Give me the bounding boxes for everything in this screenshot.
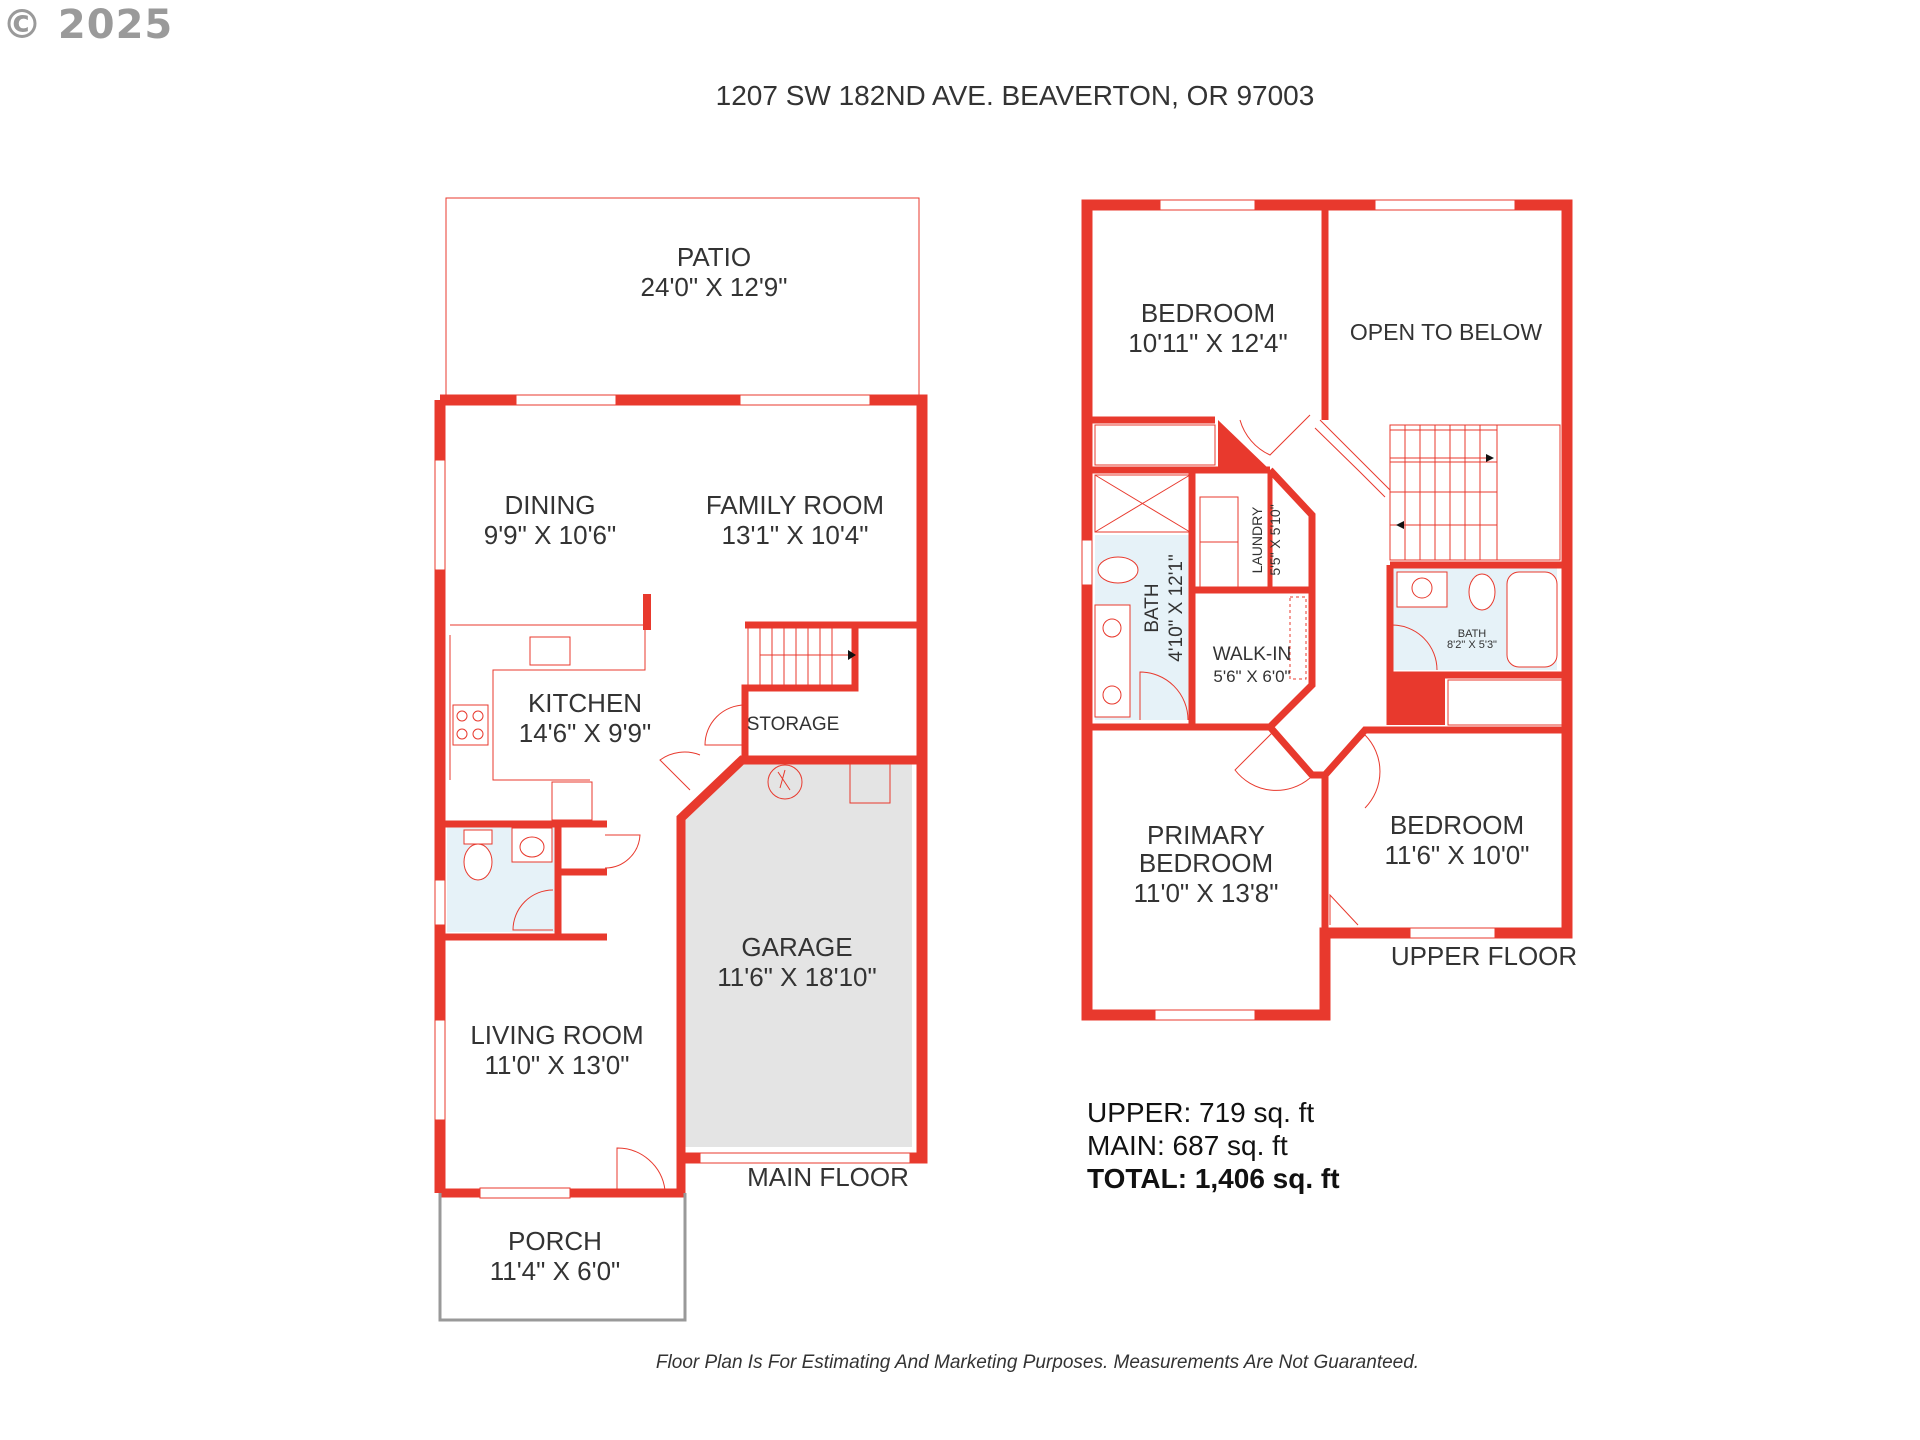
toilet bbox=[463, 829, 493, 845]
main-bath-label: BATH bbox=[1142, 583, 1163, 632]
bedroom-se-size: 11'6" X 10'0" bbox=[1384, 840, 1529, 870]
family-room-size: 13'1" X 10'4" bbox=[722, 520, 869, 550]
patio-size: 24'0" X 12'9" bbox=[641, 272, 788, 302]
kitchen-size: 14'6" X 9'9" bbox=[519, 718, 651, 748]
garage-label: GARAGE bbox=[741, 932, 852, 962]
window bbox=[515, 394, 617, 406]
upper-interior-walls bbox=[1083, 205, 1567, 1015]
kitchen-range bbox=[452, 704, 489, 746]
walkin-shelf bbox=[1289, 596, 1307, 680]
door-bedroom-se bbox=[1324, 734, 1381, 809]
window bbox=[1374, 199, 1516, 211]
door-primary bbox=[1234, 729, 1311, 791]
garage-floor bbox=[680, 760, 912, 1147]
bedroom-nw-size: 10'11" X 12'4" bbox=[1128, 328, 1287, 358]
property-address: 1207 SW 182ND AVE. BEAVERTON, OR 97003 bbox=[715, 80, 1315, 111]
walkin-size: 5'6" X 6'0" bbox=[1213, 667, 1290, 686]
main-floor-label: MAIN FLOOR bbox=[747, 1162, 909, 1192]
door-powder bbox=[512, 889, 554, 931]
door-storage bbox=[704, 704, 746, 746]
bathtub bbox=[1506, 571, 1558, 668]
open-to-below-label: OPEN TO BELOW bbox=[1350, 319, 1542, 345]
window bbox=[434, 459, 446, 571]
powder-room-walls bbox=[440, 820, 607, 941]
door-closet bbox=[604, 834, 641, 869]
linen-closet bbox=[1447, 679, 1564, 726]
door-small-bath bbox=[1391, 624, 1438, 671]
wall-chase bbox=[1218, 420, 1270, 470]
toilet bbox=[463, 843, 493, 881]
main-sqft: MAIN: 687 sq. ft bbox=[1087, 1130, 1288, 1161]
patio-label: PATIO bbox=[677, 242, 751, 272]
window bbox=[1409, 927, 1496, 939]
water-heater bbox=[767, 764, 803, 800]
kitchen-label: KITCHEN bbox=[528, 688, 642, 718]
door-garage-entry bbox=[659, 751, 701, 791]
copyright-mark: © 2025 bbox=[2, 2, 174, 48]
upper-floor-plan: BEDROOM 10'11" X 12'4" OPEN TO BELOW LAU… bbox=[1081, 199, 1577, 1021]
kitchen-island bbox=[551, 781, 593, 821]
sink bbox=[511, 827, 553, 863]
square-footage-summary: UPPER: 719 sq. ft MAIN: 687 sq. ft TOTAL… bbox=[1087, 1096, 1340, 1195]
upper-sqft: UPPER: 719 sq. ft bbox=[1087, 1097, 1315, 1128]
primary-bedroom-label-1: PRIMARY bbox=[1147, 820, 1265, 850]
main-stairs bbox=[747, 624, 854, 686]
toilet bbox=[1097, 556, 1139, 584]
laundry-size: 5'5" X 5'10" bbox=[1267, 504, 1283, 575]
small-bath-label: BATH bbox=[1458, 628, 1487, 640]
wall-chase bbox=[1390, 673, 1445, 725]
bedroom-se-label: BEDROOM bbox=[1390, 810, 1524, 840]
door-closet-se bbox=[1329, 893, 1359, 926]
main-bath-size: 4'10" X 12'1" bbox=[1166, 554, 1187, 661]
bedroom-closet bbox=[1094, 424, 1216, 466]
kitchen-sink bbox=[529, 636, 571, 666]
small-bath-size: 8'2" X 5'3" bbox=[1447, 639, 1497, 651]
main-floor-plan: PATIO 24'0" X 12'9" DINING 9'9" X 10'6" … bbox=[434, 197, 928, 1322]
dining-size: 9'9" X 10'6" bbox=[484, 520, 616, 550]
toilet bbox=[1468, 573, 1496, 611]
garage-cabinet bbox=[849, 762, 891, 804]
window bbox=[1154, 1009, 1256, 1021]
porch-size: 11'4" X 6'0" bbox=[490, 1256, 621, 1286]
window bbox=[739, 394, 871, 406]
bedroom-nw-label: BEDROOM bbox=[1141, 298, 1275, 328]
laundry-label: LAUNDRY bbox=[1249, 506, 1265, 573]
primary-bedroom-label-2: BEDROOM bbox=[1139, 848, 1273, 878]
walkin-label: WALK-IN bbox=[1213, 644, 1291, 665]
living-room-label: LIVING ROOM bbox=[470, 1020, 643, 1050]
garage-door bbox=[699, 1152, 911, 1164]
window bbox=[434, 1019, 446, 1121]
living-room-size: 11'0" X 13'0" bbox=[484, 1050, 629, 1080]
door-front bbox=[616, 1147, 666, 1191]
window bbox=[479, 1187, 571, 1199]
door-bedroom-nw bbox=[1239, 414, 1311, 456]
porch-label: PORCH bbox=[508, 1226, 602, 1256]
vanity bbox=[1396, 571, 1448, 608]
upper-stairs bbox=[1314, 419, 1561, 561]
shower bbox=[1094, 474, 1191, 533]
porch-outline bbox=[438, 1193, 687, 1322]
family-room-label: FAMILY ROOM bbox=[706, 490, 884, 520]
disclaimer: Floor Plan Is For Estimating And Marketi… bbox=[655, 1352, 1420, 1373]
dining-label: DINING bbox=[505, 490, 596, 520]
storage-label: STORAGE bbox=[747, 714, 840, 735]
window bbox=[434, 879, 446, 926]
window bbox=[1081, 539, 1093, 586]
kitchen-counter bbox=[449, 624, 646, 781]
garage-wall bbox=[676, 755, 922, 1160]
vanity bbox=[1094, 604, 1131, 718]
garage-size: 11'6" X 18'10" bbox=[717, 962, 876, 992]
primary-bedroom-size: 11'0" X 13'8" bbox=[1133, 878, 1278, 908]
total-sqft: TOTAL: 1,406 sq. ft bbox=[1087, 1163, 1340, 1194]
window bbox=[1159, 199, 1256, 211]
door-bath bbox=[1139, 671, 1189, 721]
upper-floor-label: UPPER FLOOR bbox=[1391, 941, 1577, 971]
